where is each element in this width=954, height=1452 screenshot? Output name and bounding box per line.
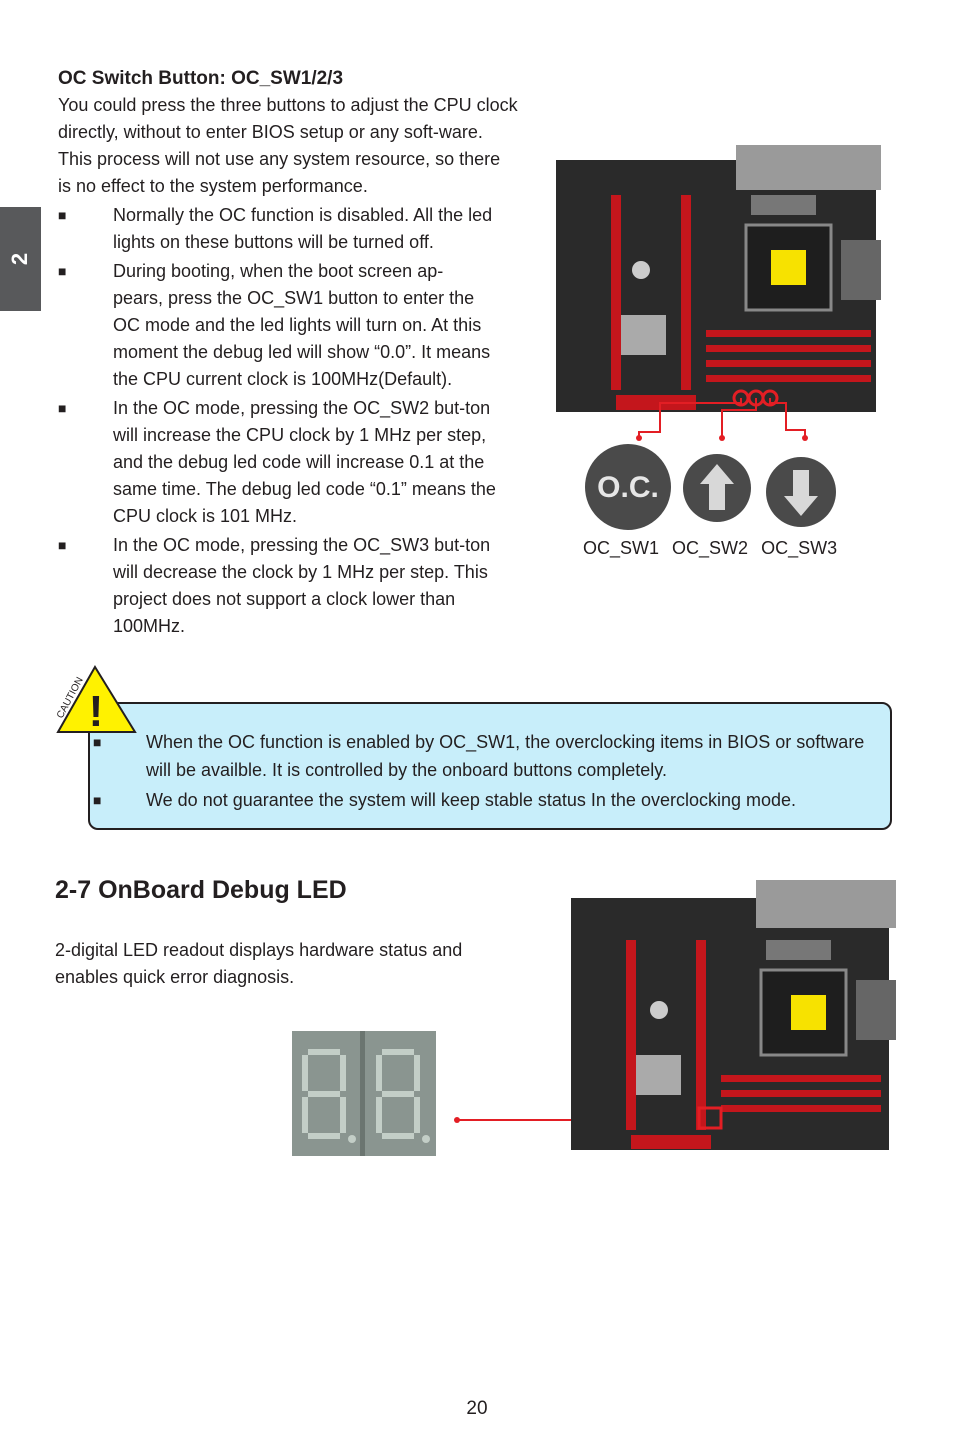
bullet-icon: ■ xyxy=(58,207,67,223)
caution-list: ■When the OC function is enabled by OC_S… xyxy=(90,704,890,814)
page-number: 20 xyxy=(466,1398,488,1419)
bullet-icon: ■ xyxy=(58,263,67,279)
list-item: ■When the OC function is enabled by OC_S… xyxy=(90,728,890,784)
arrow-down-icon xyxy=(766,457,836,527)
caution-icon: ! CAUTION xyxy=(55,665,137,736)
arrow-up-icon xyxy=(683,454,751,522)
list-item: ■We do not guarantee the system will kee… xyxy=(90,786,890,814)
button-labels: OC_SW1 OC_SW2 OC_SW3 xyxy=(583,538,837,559)
oc-sw2-label: OC_SW2 xyxy=(672,538,749,558)
list-item: ■Normally the OC function is disabled. A… xyxy=(58,202,518,256)
motherboard-debug-image xyxy=(571,880,896,1150)
oc-section: OC Switch Button: OC_SW1/2/3 You could p… xyxy=(58,66,518,642)
debug-led-display xyxy=(292,1031,436,1156)
caution-mark: ! xyxy=(89,687,104,736)
oc-sw3-label: OC_SW3 xyxy=(761,538,838,558)
debug-description: 2-digital LED readout displays hardware … xyxy=(55,940,463,987)
bullet-icon: ■ xyxy=(93,792,102,808)
bullet-icon: ■ xyxy=(93,734,102,750)
caution-box: ■When the OC function is enabled by OC_S… xyxy=(88,702,892,830)
oc-intro: You could press the three buttons to adj… xyxy=(58,95,518,196)
debug-section-title: 2-7 OnBoard Debug LED xyxy=(55,876,347,904)
oc-button-text: O.C. xyxy=(597,471,659,504)
oc-button-icon: O.C. xyxy=(585,444,671,530)
oc-bullet-list: ■Normally the OC function is disabled. A… xyxy=(58,202,518,640)
list-item: ■During booting, when the boot screen ap… xyxy=(58,258,518,393)
list-item: ■In the OC mode, pressing the OC_SW3 but… xyxy=(58,532,518,640)
motherboard-image xyxy=(556,145,881,412)
oc-sw1-label: OC_SW1 xyxy=(583,538,660,558)
oc-section-title: OC Switch Button: OC_SW1/2/3 xyxy=(58,68,344,89)
bullet-icon: ■ xyxy=(58,400,67,416)
chapter-tab: 2 xyxy=(0,207,41,311)
bullet-icon: ■ xyxy=(58,537,67,553)
list-item: ■In the OC mode, pressing the OC_SW2 but… xyxy=(58,395,518,530)
